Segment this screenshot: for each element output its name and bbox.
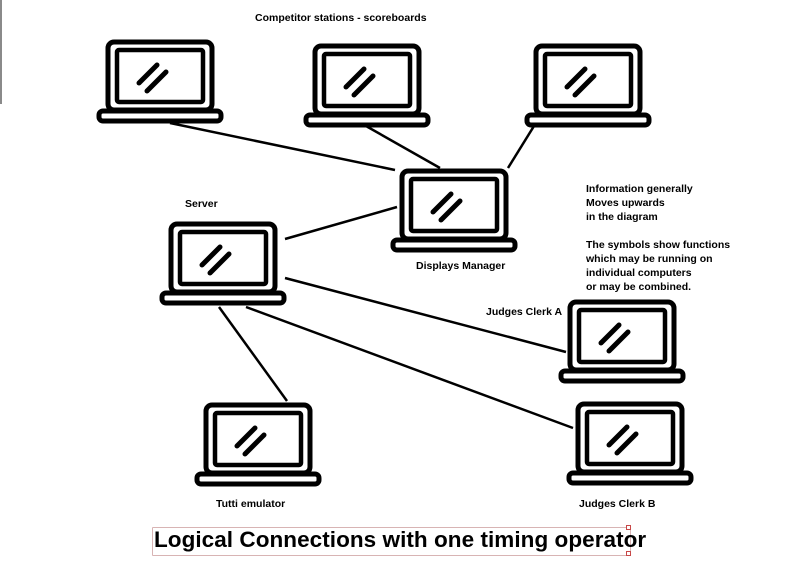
- server-label: Server: [185, 198, 218, 210]
- resize-handle-top-right[interactable]: [626, 525, 631, 530]
- resize-handle-bottom-right[interactable]: [626, 551, 631, 556]
- link-station2-displays-manager: [365, 124, 441, 170]
- link-server-displays-manager: [284, 205, 398, 241]
- edge-marker: [0, 0, 2, 104]
- stations-heading: Competitor stations - scoreboards: [255, 12, 427, 24]
- judges-clerk-b-label: Judges Clerk B: [579, 498, 656, 510]
- laptop-icon: [306, 46, 428, 125]
- laptop-icon: [561, 302, 683, 381]
- note-line: The symbols show functions: [586, 239, 731, 251]
- link-server-tutti-emulator: [217, 306, 289, 402]
- info-note: Information generally Moves upwards in t…: [586, 182, 730, 294]
- laptop-icon: [527, 46, 649, 125]
- link-server-judges-clerk-b: [245, 305, 574, 430]
- laptop-icon: [99, 42, 221, 121]
- laptop-icon: [569, 404, 691, 483]
- connection-lines: [169, 121, 574, 430]
- note-line: Moves upwards: [586, 197, 665, 209]
- judges-clerk-a-label: Judges Clerk A: [486, 306, 563, 318]
- diagram-caption[interactable]: Logical Connections with one timing oper…: [154, 527, 647, 552]
- laptop-icon: [393, 171, 515, 250]
- laptop-icon: [197, 405, 319, 484]
- laptop-icon: [162, 224, 284, 303]
- note-line: which may be running on: [586, 253, 713, 265]
- displays-manager-label: Displays Manager: [416, 260, 506, 272]
- note-line: Information generally: [586, 183, 693, 195]
- link-server-judges-clerk-a: [284, 276, 567, 354]
- note-line: in the diagram: [586, 211, 658, 223]
- tutti-emulator-label: Tutti emulator: [216, 498, 286, 510]
- link-station1-displays-manager: [169, 121, 396, 172]
- note-line: or may be combined.: [586, 281, 692, 293]
- note-line: individual computers: [586, 267, 692, 279]
- link-station3-displays-manager: [506, 125, 536, 169]
